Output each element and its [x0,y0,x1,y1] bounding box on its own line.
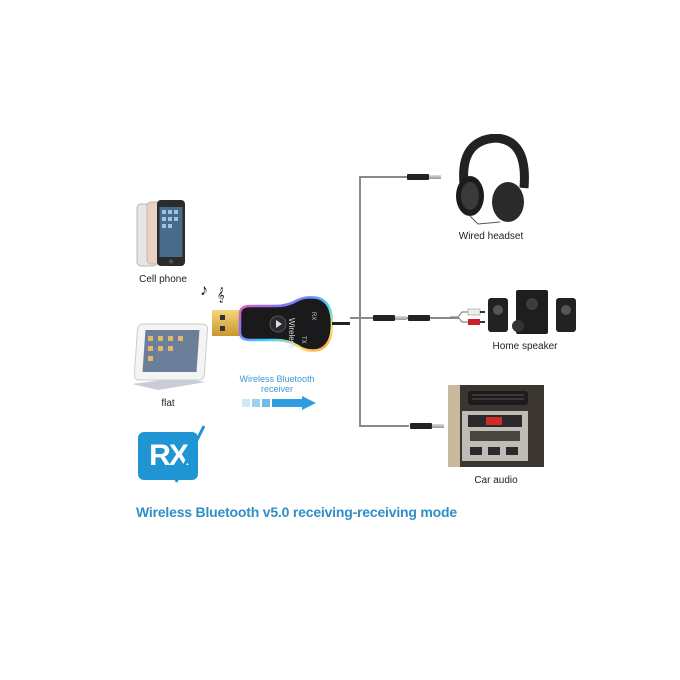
cell-phone-image [135,200,187,268]
speaker-image [488,288,576,336]
tablet-image [128,322,209,392]
car-audio-label: Car audio [474,475,518,486]
headset-image [452,133,532,226]
receiver-caption: Wireless Bluetooth receiver [239,374,315,394]
cable-main [350,317,360,319]
car-audio-image [448,385,544,467]
music-note-icon: ♪ [200,282,208,299]
mode-caption: Wireless Bluetooth v5.0 receiving-receiv… [136,504,457,520]
rca-connector-icon [450,308,486,328]
direction-arrow-icon [242,396,316,410]
adapter-tx-label: TX [300,336,306,344]
headset-label: Wired headset [458,231,524,242]
badge-check-icon [168,424,208,484]
cable-trunk [359,176,361,427]
adapter-rx-label: RX [310,312,316,321]
cell-phone-label: Cell phone [139,274,187,285]
cable-headset [359,176,409,178]
bluetooth-adapter-image: Wireless RX TX [210,296,350,354]
cable-car [359,425,409,427]
adapter-brand-text: Wireless [287,318,296,349]
speaker-label: Home speaker [492,341,558,352]
tablet-label: flat [161,398,175,409]
treble-clef-icon: 𝄞 [217,287,225,302]
